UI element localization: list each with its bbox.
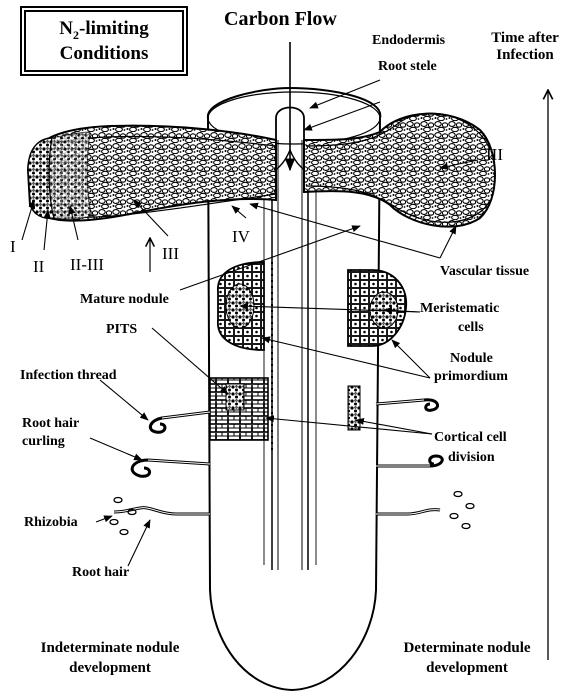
root-hair-curling-label-1: Root hair bbox=[22, 416, 79, 431]
cortical-cell-label-2: division bbox=[448, 450, 495, 465]
zone-iii-left-label: III bbox=[162, 245, 179, 264]
cortical-cell-label-1: Cortical cell bbox=[434, 430, 507, 445]
determinate-label-2: development bbox=[372, 660, 562, 677]
root-hair-curling-label-2: curling bbox=[22, 434, 65, 449]
root-hair-right-mid bbox=[376, 456, 442, 466]
mature-nodule-label: Mature nodule bbox=[80, 292, 169, 307]
determinate-label-1: Determinate nodule bbox=[372, 640, 562, 657]
title-line-2: Conditions bbox=[26, 44, 182, 65]
infection-thread-hair bbox=[150, 412, 210, 432]
root-hair-label: Root hair bbox=[72, 565, 129, 580]
indeterminate-label-2: development bbox=[10, 660, 210, 677]
left-pits-cluster bbox=[226, 384, 244, 410]
meristematic-label-2: cells bbox=[458, 320, 484, 335]
zone-i-label: I bbox=[10, 238, 16, 257]
infection-thread-label: Infection thread bbox=[20, 368, 117, 383]
carbon-flow-label: Carbon Flow bbox=[224, 8, 337, 30]
root-hair-curling-left bbox=[132, 460, 210, 476]
infection-label: Infection bbox=[480, 47, 570, 64]
pits-label: PITS bbox=[106, 322, 137, 337]
meristematic-label-1: Meristematic bbox=[420, 301, 499, 316]
root-stele-label: Root stele bbox=[378, 59, 437, 74]
rhizobia-label: Rhizobia bbox=[24, 515, 78, 530]
vascular-tissue-label: Vascular tissue bbox=[440, 264, 529, 279]
zone-ii-iii-label: II-III bbox=[70, 256, 104, 275]
zone-iii-right-label: III bbox=[486, 146, 503, 165]
title-box: N2-limiting Conditions bbox=[24, 10, 184, 72]
infection-thread-inner bbox=[162, 412, 210, 418]
rhizobia-right bbox=[450, 492, 474, 529]
rhizobia-left bbox=[110, 498, 136, 535]
time-after-label: Time after bbox=[480, 30, 570, 47]
indeterminate-label-1: Indeterminate nodule bbox=[10, 640, 210, 657]
nodule-primordium-label-1: Nodule bbox=[450, 351, 493, 366]
zone-ii-label: II bbox=[33, 258, 44, 277]
nodule-primordium-label-2: primordium bbox=[434, 369, 508, 384]
endodermis-label: Endodermis bbox=[372, 33, 445, 48]
title-line-1: N2-limiting bbox=[26, 19, 182, 42]
right-cortical-division bbox=[348, 386, 360, 430]
zone-iv-label: IV bbox=[232, 228, 250, 247]
